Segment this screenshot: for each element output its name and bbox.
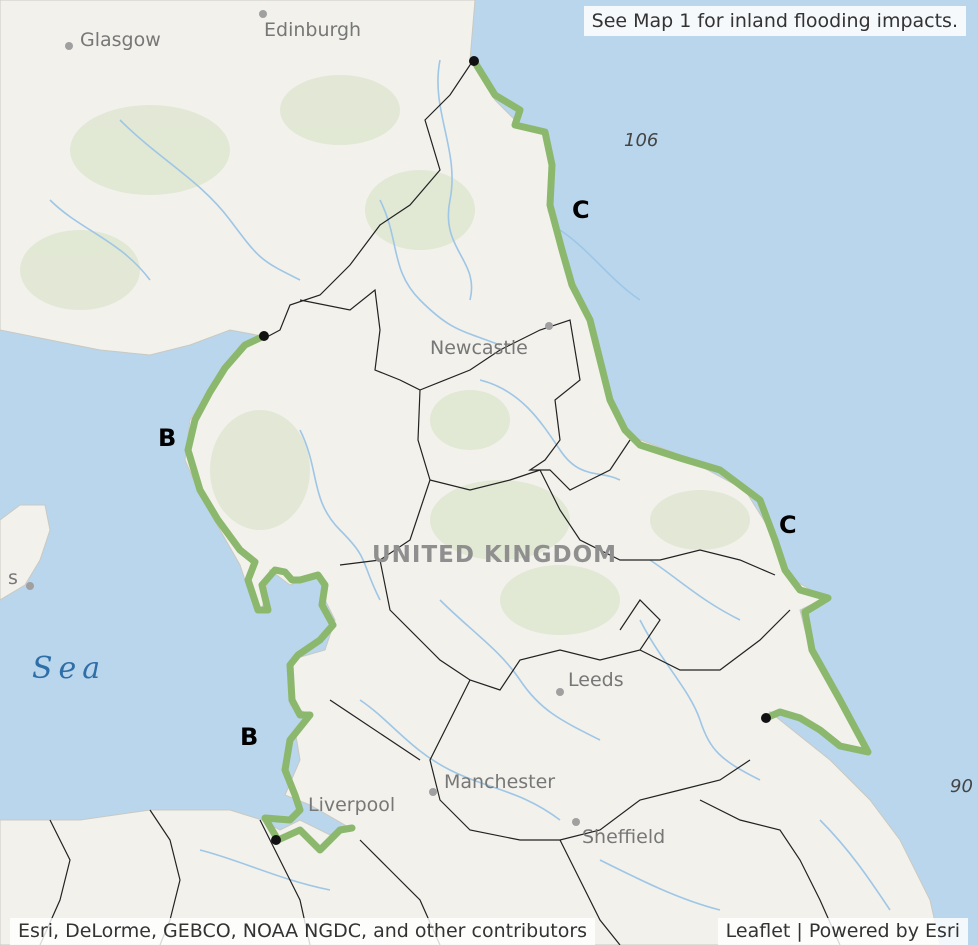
- sea-label: Sea: [32, 651, 106, 686]
- leaflet-link[interactable]: Leaflet | Powered by Esri: [717, 918, 968, 945]
- depth-label: 90: [950, 776, 973, 797]
- segment-label-b: B: [240, 723, 258, 751]
- depth-label: 106: [624, 130, 658, 151]
- flood-coast-segments: [184, 57, 872, 854]
- segment-c-north: [470, 57, 872, 756]
- attribution-text: Esri, DeLorme, GEBCO, NOAA NGDC, and oth…: [10, 918, 596, 945]
- city-label-newcastle: Newcastle: [430, 337, 528, 359]
- city-label-liverpool: Liverpool: [308, 794, 395, 816]
- admin-boundaries: [39, 61, 841, 945]
- endpoint-marker[interactable]: [469, 56, 479, 66]
- segment-b-north: [184, 332, 356, 854]
- city-label-leeds: Leeds: [568, 669, 624, 691]
- segment-label-c: C: [779, 511, 797, 539]
- country-label: UNITED KINGDOM: [372, 542, 617, 568]
- segment-label-c: C: [572, 196, 590, 224]
- land-island: [0, 504, 51, 601]
- segment-endpoints: [259, 56, 771, 845]
- city-label-sheffield: Sheffield: [582, 826, 665, 848]
- endpoint-marker[interactable]: [761, 713, 771, 723]
- city-label-manchester: Manchester: [444, 771, 555, 793]
- endpoint-marker[interactable]: [271, 835, 281, 845]
- terrain-patches: [20, 75, 750, 635]
- endpoint-marker[interactable]: [259, 331, 269, 341]
- map-note: See Map 1 for inland flooding impacts.: [583, 6, 966, 36]
- city-dots: [26, 10, 580, 826]
- city-label-partial: s: [8, 567, 18, 589]
- rivers: [49, 59, 891, 911]
- segment-label-b: B: [158, 424, 176, 452]
- city-label-edinburgh: Edinburgh: [264, 19, 361, 41]
- city-label-glasgow: Glasgow: [80, 29, 161, 51]
